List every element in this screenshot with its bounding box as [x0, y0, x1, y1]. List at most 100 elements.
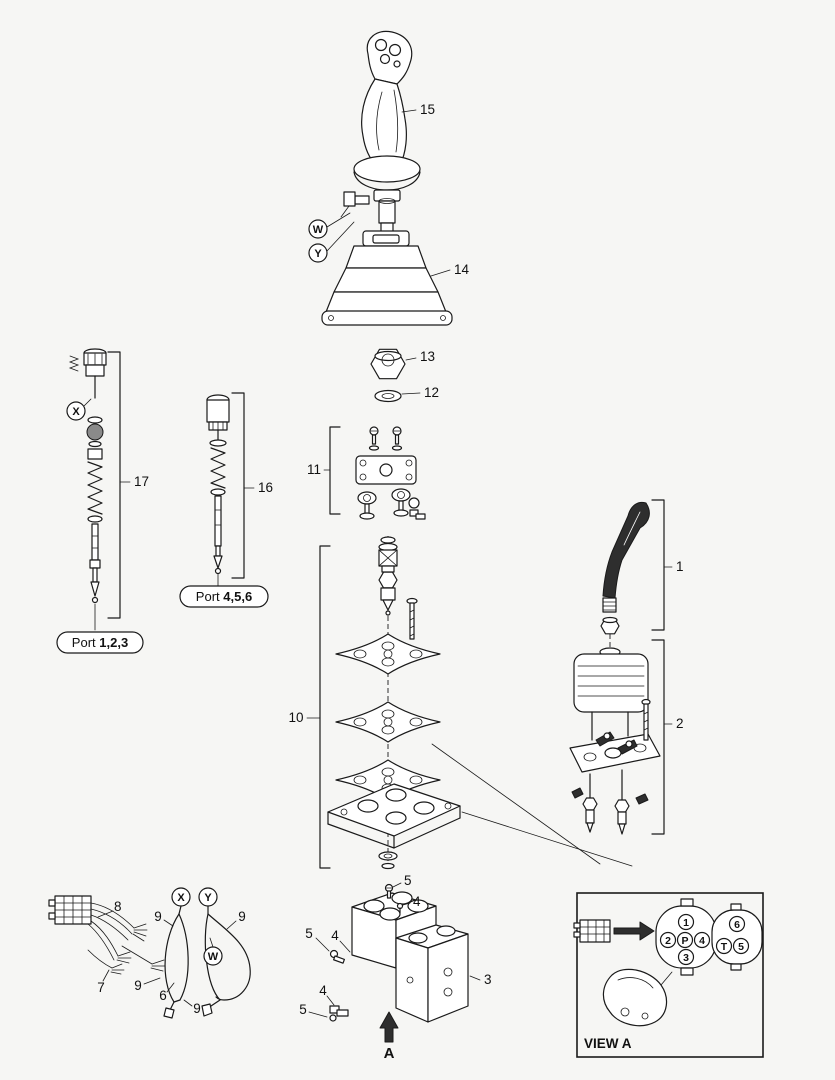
handle-button-icon — [374, 38, 388, 52]
washer — [374, 389, 402, 403]
callout-4a-group: 4 — [402, 894, 421, 909]
callout-4: 4 — [331, 928, 339, 943]
joystick-handle — [340, 30, 421, 234]
reference-line — [431, 743, 601, 865]
port-123-tag: Port 1,2,3 — [56, 631, 144, 654]
callout-1-group: 1 — [651, 499, 684, 631]
elbow-fitting — [329, 1005, 349, 1022]
callout-1: 1 — [676, 559, 684, 574]
handle-button-icon — [379, 53, 391, 65]
pin-6: 6 — [734, 919, 740, 931]
signal-x-left: X — [66, 398, 92, 421]
callout-5a-group: 5 — [392, 873, 412, 888]
callout-5: 5 — [404, 873, 412, 888]
signal-x-label: X — [177, 892, 185, 904]
small-screw — [384, 883, 394, 899]
long-bolt — [641, 698, 651, 741]
mounting-nut — [370, 348, 406, 380]
spool-kit-16 — [206, 394, 230, 587]
connector-face-left: 1 2 P 4 3 — [655, 898, 717, 976]
pilot-hose-fitting — [340, 191, 370, 218]
callout-4: 4 — [413, 894, 421, 909]
callout-10-group: 10 — [288, 545, 331, 869]
long-bolt — [406, 597, 418, 640]
callout-2: 2 — [676, 716, 684, 731]
callout-11-group: 11 — [307, 426, 341, 515]
connector-housing-body — [602, 968, 673, 1027]
cam-lever — [617, 739, 638, 755]
pin-3: 3 — [683, 952, 689, 964]
wing-toggle — [635, 793, 649, 805]
elbow-fitting — [408, 497, 426, 520]
manifold-block-3 — [351, 891, 469, 1023]
base-plate — [327, 783, 461, 849]
signal-x-harness: X — [171, 887, 191, 907]
callout-12-group: 12 — [401, 385, 439, 400]
signal-w-harness: W — [203, 937, 223, 966]
section-arrow-label: A — [384, 1045, 395, 1062]
wire-fray — [110, 963, 125, 975]
cam-lever — [595, 731, 615, 747]
wing-toggle — [571, 787, 584, 799]
pin-5: 5 — [738, 941, 744, 953]
callout-13-group: 13 — [405, 349, 435, 364]
callout-5: 5 — [305, 926, 313, 941]
signal-y-label: Y — [204, 892, 212, 904]
view-a-inset: 1 2 P 4 3 6 T 5 VIEW A — [573, 892, 764, 1058]
callout-3: 3 — [484, 972, 492, 987]
callout-9: 9 — [134, 978, 142, 993]
port-123-label: Port 1,2,3 — [72, 635, 128, 650]
signal-w-label: W — [208, 951, 219, 963]
grease-fitting — [396, 902, 404, 914]
connector-face-right: 6 T 5 — [711, 903, 763, 971]
wire-fray — [116, 951, 132, 964]
small-screw — [329, 949, 345, 964]
callout-11: 11 — [307, 462, 321, 477]
view-a-title: VIEW A — [584, 1036, 632, 1051]
signal-w-top: W — [308, 212, 351, 239]
cable-x — [163, 905, 189, 1019]
callout-2-group: 2 — [651, 639, 684, 835]
callout-16: 16 — [258, 480, 273, 495]
port-456-label: Port 4,5,6 — [196, 589, 252, 604]
hose-fitting — [614, 769, 630, 835]
section-arrow-a: A — [379, 1011, 399, 1062]
callout-9: 9 — [193, 1001, 201, 1016]
callout-4: 4 — [319, 983, 327, 998]
callout-14: 14 — [454, 262, 470, 277]
callout-6-group: 6 — [159, 982, 175, 1003]
callout-15: 15 — [420, 102, 435, 117]
callout-9d-group: 9 — [183, 999, 201, 1016]
signal-y-top: Y — [308, 221, 355, 263]
wire-harness: X Y W — [48, 887, 251, 1019]
harness-connector-8 — [48, 895, 92, 925]
valve-stack-10 — [327, 536, 461, 870]
callout-17: 17 — [134, 474, 149, 489]
direction-arrow-icon — [613, 921, 655, 941]
pin-p: P — [681, 935, 688, 947]
callout-9: 9 — [154, 909, 162, 924]
signal-x-label: X — [72, 406, 80, 418]
gasket-plate — [335, 633, 441, 675]
signal-y-harness: Y — [198, 887, 218, 907]
gasket-plate — [335, 701, 441, 743]
signal-y-label: Y — [314, 248, 322, 260]
callout-15-group: 15 — [401, 102, 435, 117]
plate-assembly — [355, 426, 426, 520]
callout-3-group: 3 — [469, 972, 492, 987]
pilot-valve-body-2 — [569, 634, 661, 835]
callout-8-group: 8 — [97, 899, 122, 918]
handle-button-icon — [393, 60, 401, 68]
wire-fray — [132, 923, 148, 942]
callout-7-group: 7 — [97, 969, 110, 995]
callout-4c-group: 4 — [319, 983, 335, 1006]
boot-bellows — [321, 230, 453, 326]
pin-4: 4 — [699, 935, 705, 947]
handle-button-icon — [388, 43, 402, 57]
wire-fray — [150, 959, 166, 972]
callout-8: 8 — [114, 899, 122, 914]
callout-13: 13 — [420, 349, 435, 364]
reference-line — [461, 811, 633, 867]
